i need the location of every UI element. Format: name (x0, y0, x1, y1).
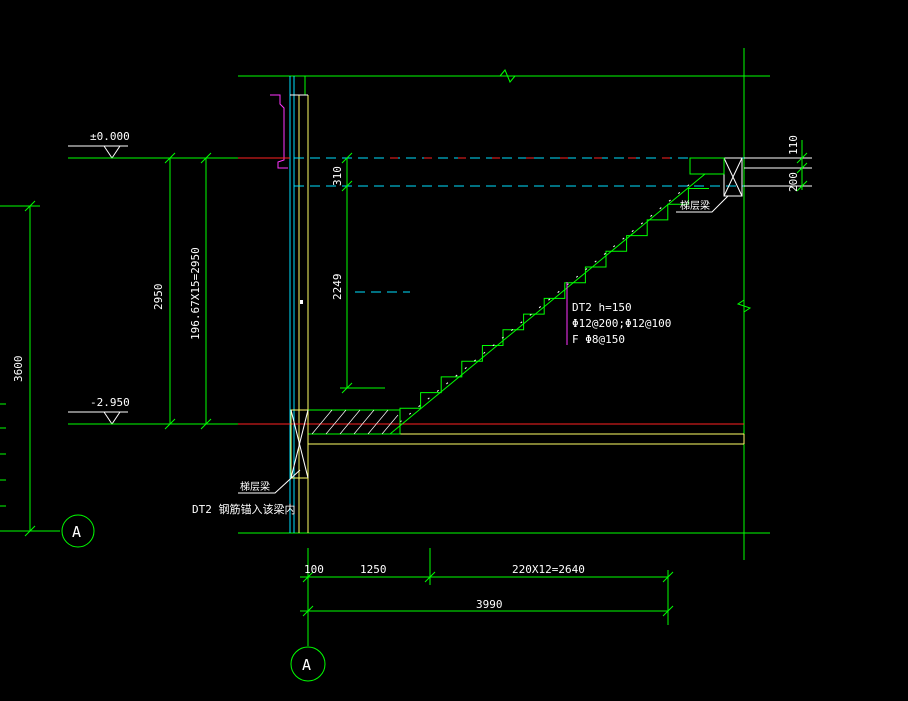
rebar-note: DT2 钢筋锚入该梁内 (192, 502, 296, 516)
beam-label-right: 梯层梁 (680, 199, 710, 212)
landing-slab-hatch (307, 409, 401, 435)
dim-height-total: 2950 (152, 284, 165, 311)
dim-bottom-treads: 220X12=2640 (512, 563, 585, 576)
stair-note-line2: Φ12@200;Φ12@100 (572, 317, 671, 330)
level-lines (238, 157, 745, 445)
level-marker-top (68, 145, 238, 159)
right-dimensions (744, 140, 812, 192)
top-beam (723, 157, 743, 197)
bottom-dimensions (300, 548, 674, 640)
dim-top-offset: 310 (331, 166, 344, 186)
stair-flight (360, 173, 709, 435)
dim-right-top: 110 (787, 135, 800, 155)
inner-dimensions (340, 152, 385, 394)
dim-bottom-wall: 100 (304, 563, 324, 576)
stair-note-line1: DT2 h=150 (572, 301, 632, 314)
level-marker-bottom (68, 411, 238, 425)
level-bottom-text: -2.950 (90, 396, 130, 409)
dim-bottom-total: 3990 (476, 598, 503, 611)
axis-bubble-bottom (290, 640, 326, 682)
dim-height-steps: 196.67X15=2950 (189, 247, 202, 340)
dim-left-height: 3600 (12, 356, 25, 383)
dim-right-slab: 200 (787, 172, 800, 192)
axis-label-bottom: A (302, 656, 311, 674)
left-dimensions (0, 152, 212, 537)
level-top-text: ±0.000 (90, 130, 130, 143)
beam-leader-left (238, 469, 301, 494)
parapet-outline (270, 94, 288, 169)
beam-leader-right (676, 195, 729, 213)
dim-bottom-landing: 1250 (360, 563, 387, 576)
structure-outline (238, 48, 770, 560)
axis-bubble-left (61, 514, 95, 548)
dim-mid-offset: 2249 (331, 274, 344, 301)
beam-label-left: 梯层梁 (240, 480, 270, 493)
stair-note-line3: F Φ8@150 (572, 333, 625, 346)
landing-beam (290, 409, 309, 479)
axis-label-left: A (72, 523, 81, 541)
